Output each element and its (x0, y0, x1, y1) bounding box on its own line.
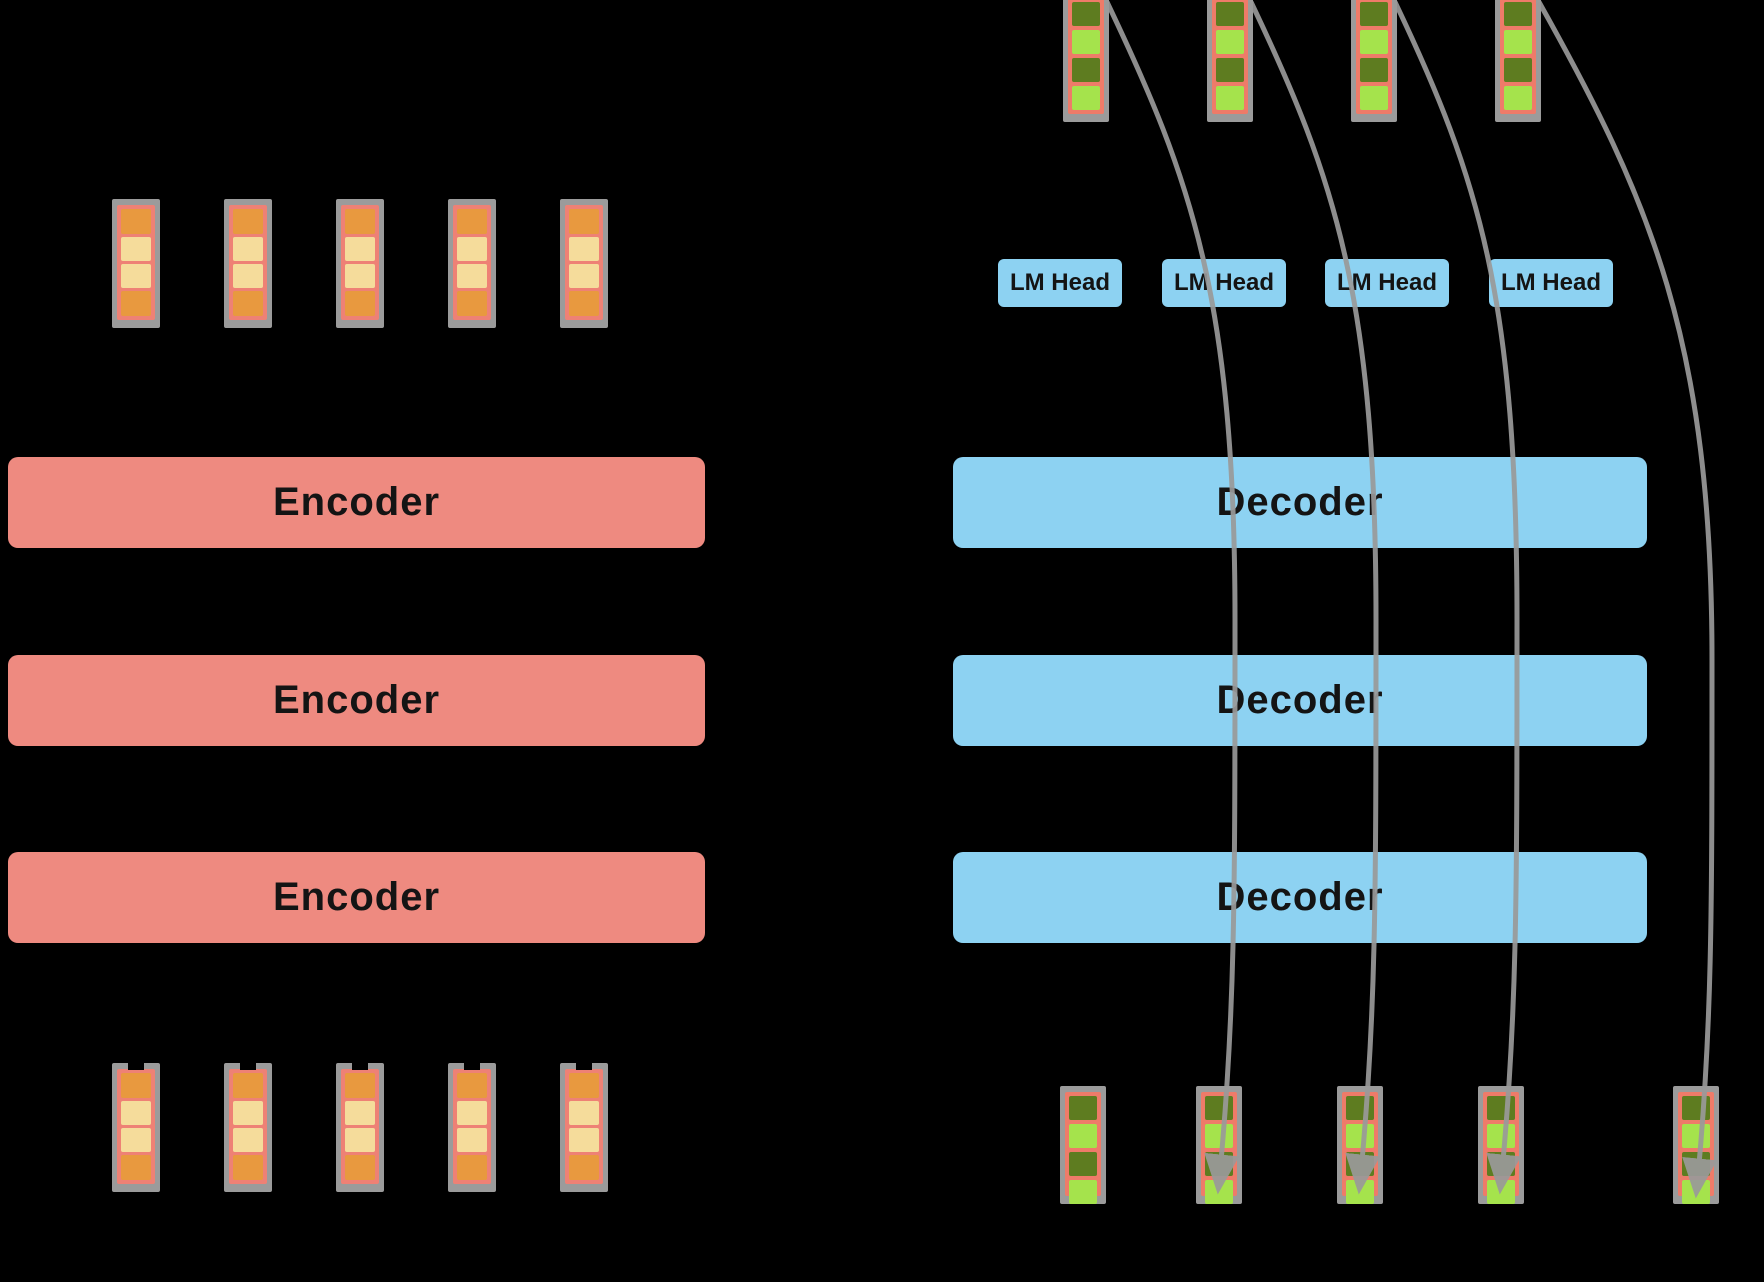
arrowhead-notch (464, 1063, 480, 1070)
encoder-block-2: Encoder (8, 655, 705, 746)
lm-head-label: LM Head (1336, 269, 1437, 296)
lm-head-3: LM Head (1325, 259, 1449, 307)
arrowhead-notch (128, 1063, 144, 1070)
decoder-block-2: Decoder (953, 655, 1647, 746)
input-token-bottom-4 (448, 1063, 496, 1192)
output-token-bottom-2 (1196, 1086, 1242, 1204)
input-token-top-4 (448, 199, 496, 328)
feedback-arrow-3 (1392, 0, 1522, 1195)
output-token-top-1 (1063, 0, 1109, 122)
output-token-top-2 (1207, 0, 1253, 122)
decoder-label: Decoder (1216, 678, 1384, 722)
encoder-label: Encoder (272, 678, 441, 722)
input-token-top-5 (560, 199, 608, 328)
output-token-bottom-3 (1337, 1086, 1383, 1204)
input-token-bottom-3 (336, 1063, 384, 1192)
input-token-top-1 (112, 199, 160, 328)
feedback-arrow-2 (1248, 0, 1381, 1195)
output-token-bottom-4 (1478, 1086, 1524, 1204)
input-token-top-2 (224, 199, 272, 328)
lm-head-1: LM Head (998, 259, 1122, 307)
feedback-arrow-4 (1536, 0, 1718, 1199)
decoder-label: Decoder (1216, 875, 1384, 919)
arrowhead-notch (576, 1063, 592, 1070)
input-token-bottom-1 (112, 1063, 160, 1192)
feedback-arrow-1 (1104, 0, 1240, 1195)
arrowhead-notch (240, 1063, 256, 1070)
lm-head-label: LM Head (1009, 269, 1110, 296)
output-token-top-4 (1495, 0, 1541, 122)
lm-head-4: LM Head (1489, 259, 1613, 307)
decoder-block-1: Decoder (953, 457, 1647, 548)
input-token-bottom-2 (224, 1063, 272, 1192)
decoder-block-3: Decoder (953, 852, 1647, 943)
lm-head-2: LM Head (1162, 259, 1286, 307)
encoder-label: Encoder (272, 875, 441, 919)
output-token-bottom-5 (1673, 1086, 1719, 1204)
encoder-block-3: Encoder (8, 852, 705, 943)
decoder-label: Decoder (1216, 480, 1384, 524)
input-token-bottom-5 (560, 1063, 608, 1192)
encoder-block-1: Encoder (8, 457, 705, 548)
output-token-top-3 (1351, 0, 1397, 122)
arrowhead-notch (352, 1063, 368, 1070)
input-token-top-3 (336, 199, 384, 328)
encoder-label: Encoder (272, 480, 441, 524)
lm-head-label: LM Head (1173, 269, 1274, 296)
output-token-bottom-1 (1060, 1086, 1106, 1204)
lm-head-label: LM Head (1500, 269, 1601, 296)
